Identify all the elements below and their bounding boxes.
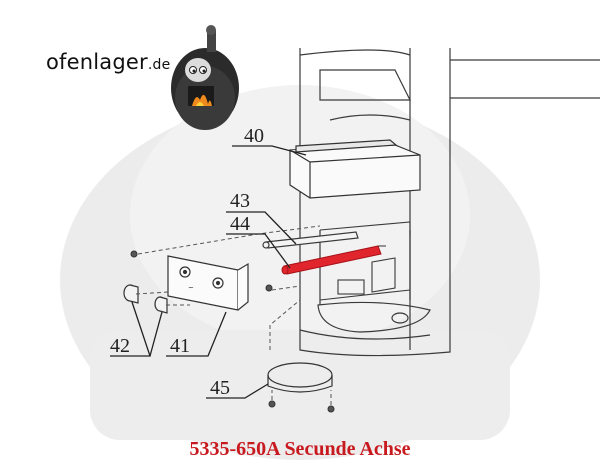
part-45-ring — [267, 362, 333, 393]
screws — [130, 250, 335, 413]
stove-body — [299, 48, 600, 357]
brand-logo-text: ofenlager.de — [46, 50, 170, 74]
part-40-drawer — [289, 139, 421, 199]
callout-44: 44 — [230, 213, 250, 235]
part-41-control-plate: ~ — [167, 255, 249, 311]
brand-tld: .de — [147, 57, 171, 73]
part-44-secondary-axle — [281, 245, 386, 275]
leader-lines — [110, 145, 307, 399]
callout-41: 41 — [170, 335, 190, 357]
part-caption: 5335-650A Secunde Achse — [189, 438, 411, 460]
firebox-frame — [319, 221, 411, 301]
callout-45: 45 — [210, 377, 230, 399]
part-42-knobs — [123, 284, 168, 314]
brand-name: ofenlager — [46, 50, 148, 74]
mascot-logo — [171, 25, 239, 130]
callout-43: 43 — [230, 190, 250, 212]
callout-42: 42 — [110, 335, 130, 357]
part-43-rod — [262, 231, 359, 249]
svg-text:~: ~ — [188, 284, 194, 292]
callout-40: 40 — [244, 125, 264, 147]
